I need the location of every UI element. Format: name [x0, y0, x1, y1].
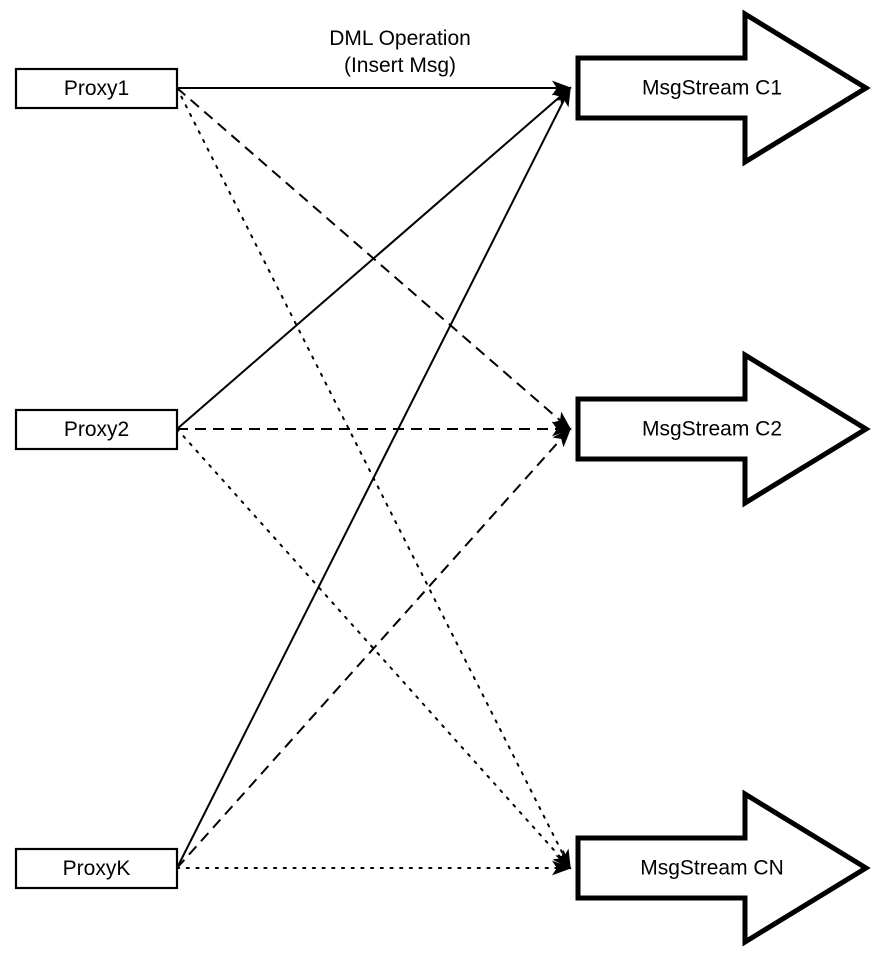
dml-operation-line2: (Insert Msg) [344, 54, 456, 77]
node-stream-c1[interactable]: MsgStream C1 [575, 9, 871, 167]
node-stream-c2[interactable]: MsgStream C2 [575, 350, 871, 508]
stream-cn-label: MsgStream CN [640, 857, 784, 880]
proxy1-box[interactable] [14, 67, 179, 110]
edge-proxy2-to-stream-cn[interactable] [176, 428, 572, 870]
stream-cn-arrow-shape[interactable] [575, 789, 871, 947]
dml-operation-annotation: DML Operation (Insert Msg) [329, 27, 471, 77]
proxyk-label: ProxyK [63, 857, 131, 880]
stream-c1-label: MsgStream C1 [642, 77, 782, 100]
edge-layer [176, 80, 572, 876]
edge-proxyk-to-stream-c2[interactable] [176, 427, 572, 869]
edge-proxy2-to-stream-c1[interactable] [176, 86, 572, 430]
proxy2-label: Proxy2 [64, 418, 129, 441]
node-proxyk[interactable]: ProxyK [14, 847, 179, 890]
proxyk-box[interactable] [14, 847, 179, 890]
edge-proxyk-to-stream-c1[interactable] [176, 86, 571, 869]
node-proxy1[interactable]: Proxy1 [14, 67, 179, 110]
stream-c1-arrow-shape[interactable] [575, 9, 871, 167]
proxy1-label: Proxy1 [64, 77, 129, 100]
dml-operation-line1: DML Operation [329, 27, 471, 50]
stream-c2-label: MsgStream C2 [642, 418, 782, 441]
node-proxy2[interactable]: Proxy2 [14, 408, 179, 451]
node-stream-cn[interactable]: MsgStream CN [575, 789, 871, 947]
stream-c2-arrow-shape[interactable] [575, 350, 871, 508]
proxy2-box[interactable] [14, 408, 179, 451]
